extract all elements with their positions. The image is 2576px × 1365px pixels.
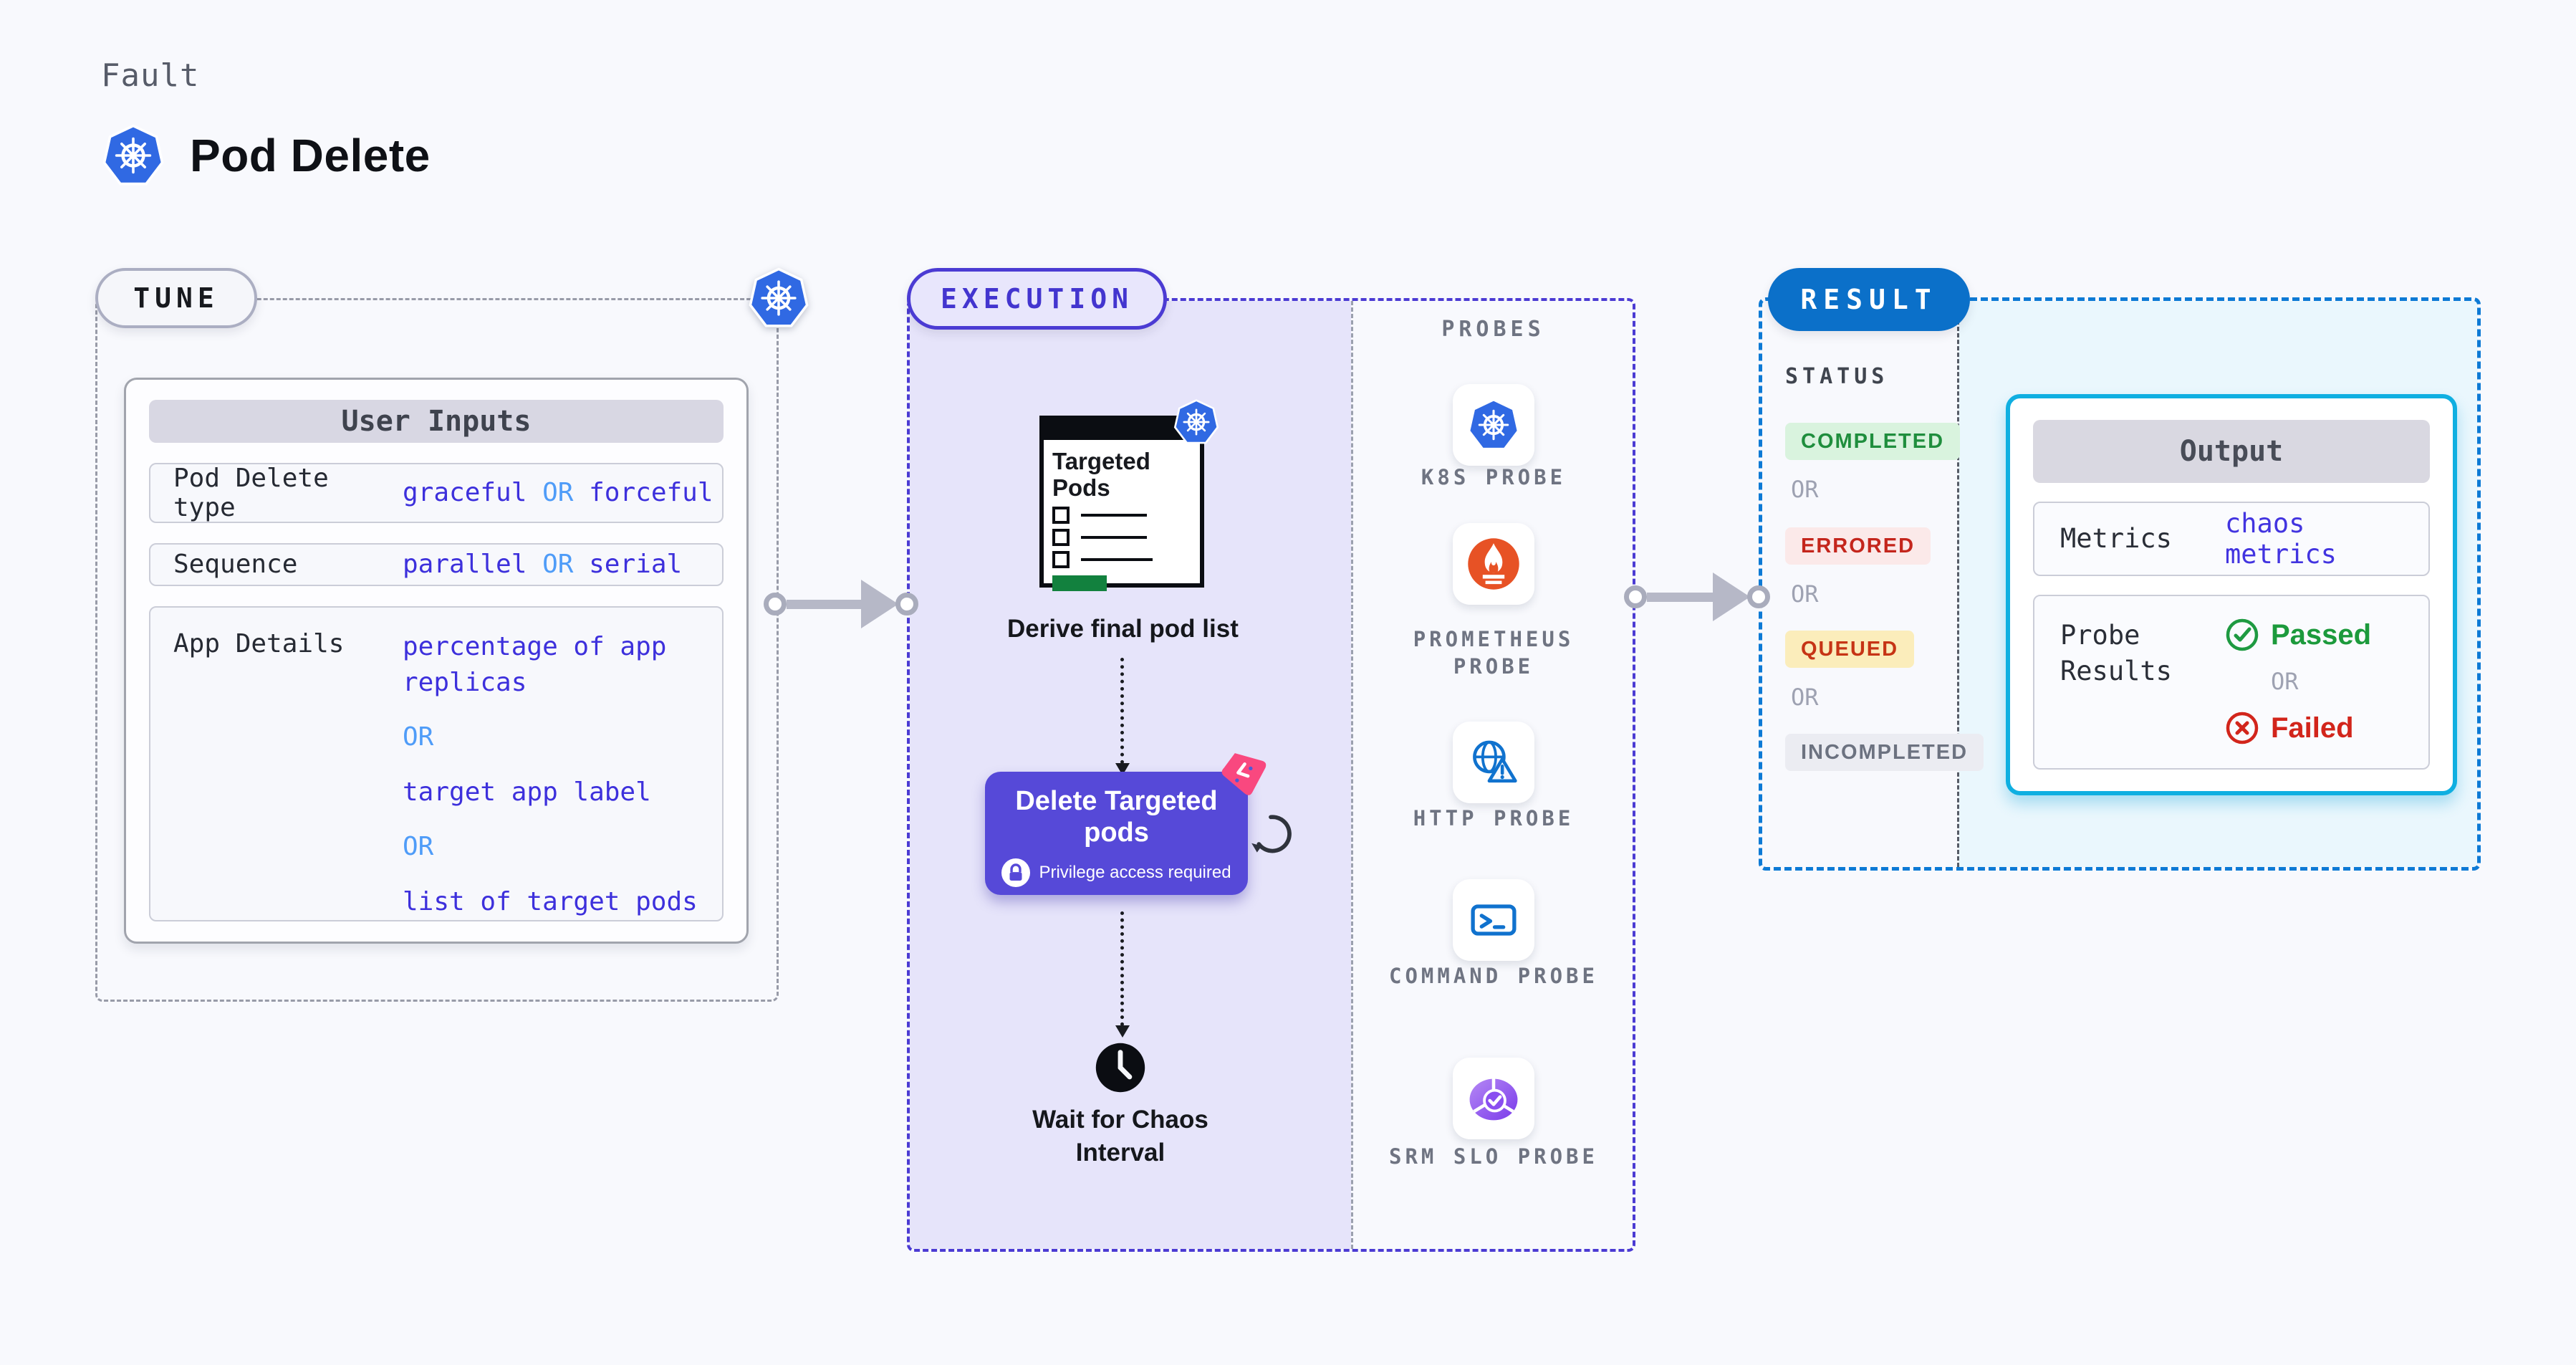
probes-column-title: PROBES [1441, 317, 1545, 342]
output-title: Output [2033, 420, 2430, 483]
derive-final-pod-list-label: Derive final pod list [1007, 615, 1239, 643]
kubernetes-icon [1173, 398, 1220, 446]
failed-label: Failed [2271, 712, 2354, 744]
row-label: Pod Delete type [173, 463, 329, 522]
metrics-label: Metrics [2060, 523, 2172, 555]
checkbox-icon [1052, 528, 1070, 546]
delete-targeted-pods-label: Delete Targeted pods [1015, 786, 1218, 848]
or-separator: OR [2271, 668, 2299, 695]
status-column-title: STATUS [1785, 364, 1889, 389]
arrow-execution-to-result [1624, 571, 1770, 623]
tune-section-label: TUNE [95, 268, 257, 328]
list-line [1081, 535, 1147, 539]
or-separator: OR [1791, 684, 1819, 711]
status-output-divider [1957, 301, 1959, 867]
probe-card-k8s [1453, 384, 1534, 466]
terminal-icon [1466, 893, 1521, 947]
probe-label: HTTP PROBE [1413, 806, 1575, 830]
delete-targeted-pods-node: Delete Targeted pods Privilege access re… [985, 772, 1248, 895]
status-badge-completed: COMPLETED [1785, 423, 1961, 460]
check-circle-icon [2225, 618, 2259, 652]
row-label: App Details [173, 628, 345, 658]
connector-dot [1747, 585, 1770, 608]
probe-card-prometheus [1453, 523, 1534, 605]
list-line [1081, 513, 1147, 517]
or-separator: OR [1791, 580, 1819, 608]
probe-results-label: Probe Results [2060, 620, 2172, 686]
checkbox-icon [1052, 550, 1070, 568]
metrics-value: chaos metrics [2225, 508, 2337, 570]
or-separator: OR [1791, 476, 1819, 503]
checkbox-icon [1052, 506, 1070, 524]
execution-section-box [907, 298, 1635, 1252]
tune-section-box [95, 298, 779, 1002]
probe-card-srm-slo [1453, 1058, 1534, 1139]
pod-list-item [1052, 550, 1191, 568]
probe-label: PROMETHEUS PROBE [1413, 627, 1575, 679]
targeted-pods-title: Targeted Pods [1052, 448, 1150, 501]
pod-list-item [1052, 506, 1191, 524]
execution-probes-divider [1351, 301, 1353, 1249]
status-badge-incompleted: INCOMPLETED [1785, 734, 1984, 771]
user-inputs-title: User Inputs [149, 400, 724, 443]
chaos-icon [1216, 747, 1271, 801]
privilege-row: Privilege access required [1001, 858, 1231, 888]
retry-loop-icon [1248, 811, 1294, 857]
passed-line: Passed [2225, 618, 2371, 652]
connector-dot [1624, 585, 1647, 608]
table-row-sequence: Sequence parallel OR serial [149, 542, 724, 586]
probe-card-command [1453, 879, 1534, 961]
status-badge-queued: QUEUED [1785, 631, 1915, 668]
probe-card-http [1453, 722, 1534, 803]
page-title-row: Pod Delete [101, 123, 431, 188]
status-badge-errored: ERRORED [1785, 527, 1931, 565]
kubernetes-icon [101, 123, 165, 188]
privilege-access-label: Privilege access required [1039, 863, 1231, 883]
page-title: Pod Delete [190, 130, 431, 181]
user-inputs-card: User Inputs Pod Delete type graceful OR … [124, 378, 749, 944]
row-value: percentage of app replicas OR target app… [403, 631, 698, 916]
probe-label: K8S PROBE [1421, 465, 1567, 489]
fault-kicker: Fault [101, 57, 200, 94]
probe-results-values: Passed OR Failed [2225, 618, 2371, 745]
kubernetes-icon [747, 267, 810, 330]
result-section-label: RESULT [1768, 268, 1970, 331]
list-line [1081, 557, 1153, 561]
arrowhead [861, 580, 898, 628]
probe-label: SRM SLO PROBE [1389, 1144, 1598, 1169]
slo-donut-check-icon [1466, 1071, 1521, 1126]
lock-icon [1001, 858, 1031, 888]
passed-label: Passed [2271, 618, 2372, 651]
arrow-tune-to-execution [764, 578, 918, 630]
flow-arrow-down [1115, 658, 1130, 775]
output-card: Output Metrics chaos metrics Probe Resul… [2006, 394, 2457, 795]
connector-dot [764, 593, 787, 616]
probe-results-row: Probe Results Passed OR Failed [2033, 595, 2430, 770]
kubernetes-icon [1466, 398, 1521, 452]
connector-dot [895, 593, 918, 616]
window-titlebar [1042, 418, 1201, 440]
row-value: graceful OR forceful [403, 478, 713, 508]
row-label: Sequence [173, 550, 298, 580]
targeted-pods-node: Targeted Pods [1039, 416, 1204, 591]
flow-arrow-down [1115, 911, 1130, 1038]
result-section-box [1759, 297, 2481, 871]
x-circle-icon [2225, 711, 2259, 745]
execution-section-label: EXECUTION [907, 268, 1167, 330]
http-globe-warning-icon [1466, 735, 1521, 790]
table-row-app-details: App Details percentage of app replicas O… [149, 605, 724, 921]
arrowhead [1713, 573, 1750, 621]
pod-list-item [1052, 528, 1191, 546]
clock-icon [1093, 1040, 1148, 1095]
failed-line: Failed [2225, 711, 2371, 745]
row-value: parallel OR serial [403, 550, 683, 580]
wait-for-chaos-interval-label: Wait for Chaos Interval [1032, 1106, 1208, 1167]
probe-label: COMMAND PROBE [1389, 964, 1598, 988]
metrics-row: Metrics chaos metrics [2033, 502, 2430, 576]
table-row-pod-delete-type: Pod Delete type graceful OR forceful [149, 462, 724, 523]
progress-bar [1052, 575, 1107, 591]
prometheus-icon [1466, 537, 1521, 591]
